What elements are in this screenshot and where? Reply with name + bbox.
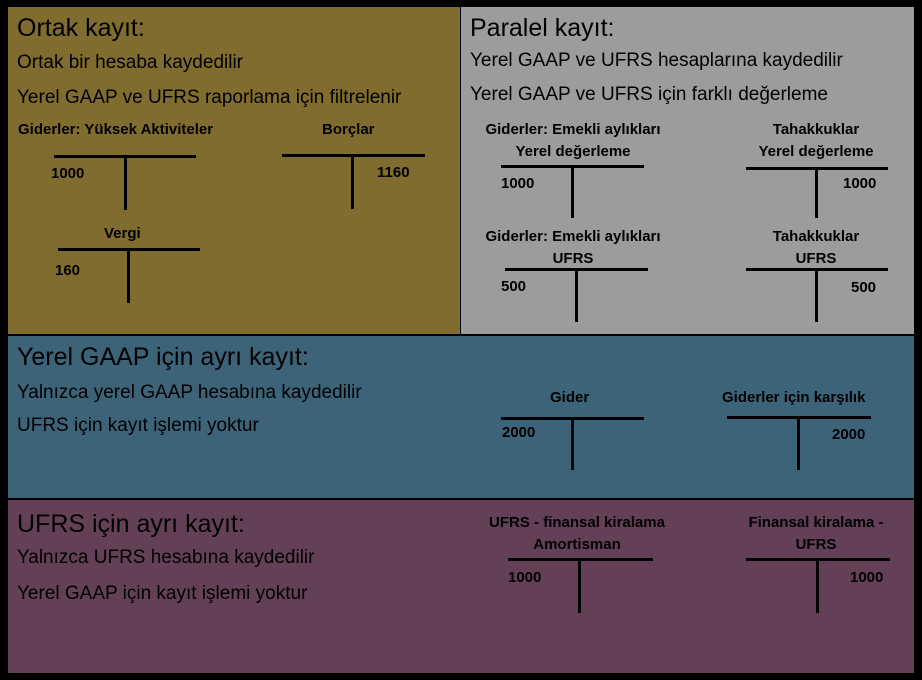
t-account-title: Giderler için karşılık — [722, 389, 866, 406]
t-account-title: Finansal kiralama - UFRS — [735, 512, 897, 556]
t-account-debit-value: 500 — [501, 278, 527, 295]
t-account-title: Tahakkuklar Yerel değerleme — [746, 119, 886, 163]
t-account-credit-value: 1000 — [850, 569, 884, 586]
t-account-title-line-2: Amortisman — [533, 536, 621, 553]
t-account-title-line-2: UFRS — [552, 250, 594, 267]
t-account-top-bar — [508, 558, 653, 561]
t-account-title-line-1: Finansal kiralama - — [748, 514, 884, 531]
t-account-debit-value: 1000 — [508, 569, 542, 586]
local-gaap-entry-line-2: UFRS için kayıt işlemi yoktur — [17, 415, 259, 436]
t-account-top-bar — [58, 248, 200, 251]
t-account-stem — [124, 157, 127, 210]
t-account-top-bar — [505, 268, 648, 271]
ufrs-entry-title: UFRS için ayrı kayıt: — [17, 510, 245, 538]
t-account-title-line-1: Giderler: Emekli aylıkları — [485, 121, 661, 138]
t-account-top-bar — [746, 268, 888, 271]
t-account-stem — [571, 419, 574, 470]
ufrs-entry-line-2: Yerel GAAP için kayıt işlemi yoktur — [17, 583, 308, 604]
t-account-credit-value: 2000 — [832, 426, 866, 443]
t-account-title-line-2: UFRS — [795, 250, 837, 267]
t-account-title: Borçlar — [322, 121, 375, 138]
t-account-title: Tahakkuklar UFRS — [746, 226, 886, 270]
shared-entry-title: Ortak kayıt: — [17, 14, 145, 42]
shared-entry-panel: Ortak kayıt: Ortak bir hesaba kaydedilir… — [8, 7, 460, 334]
t-account-debit-value: 1000 — [501, 175, 535, 192]
t-account-stem — [797, 418, 800, 470]
t-account-title-line-2: Yerel değerleme — [515, 143, 631, 160]
t-account-title: UFRS - finansal kiralama Amortisman — [476, 512, 678, 556]
t-account-stem — [127, 250, 130, 303]
t-account-debit-value: 1000 — [51, 165, 85, 182]
t-account-stem — [816, 560, 819, 613]
ufrs-entry-panel: UFRS için ayrı kayıt: Yalnızca UFRS hesa… — [8, 500, 914, 673]
t-account-credit-value: 500 — [851, 279, 877, 296]
t-account-title-line-1: UFRS - finansal kiralama — [489, 514, 665, 531]
t-account-title-line-2: UFRS — [795, 536, 837, 553]
t-account-credit-value: 1000 — [843, 175, 877, 192]
t-account-title-line-1: Giderler: Emekli aylıkları — [485, 228, 661, 245]
t-account-top-bar — [501, 417, 644, 420]
t-account-title: Giderler: Yüksek Aktiviteler — [18, 121, 214, 138]
t-account-title-line-1: Tahakkuklar — [772, 228, 860, 245]
t-account-debit-value: 2000 — [502, 424, 536, 441]
t-account-debit-value: 160 — [55, 262, 81, 279]
t-account-stem — [571, 167, 574, 218]
t-account-credit-value: 1160 — [377, 164, 410, 181]
parallel-entry-line-2: Yerel GAAP ve UFRS için farklı değerleme — [470, 84, 828, 105]
parallel-entry-line-1: Yerel GAAP ve UFRS hesaplarına kaydedili… — [470, 50, 843, 71]
t-account-stem — [351, 156, 354, 209]
shared-entry-line-2: Yerel GAAP ve UFRS raporlama için filtre… — [17, 87, 402, 108]
ufrs-entry-line-1: Yalnızca UFRS hesabına kaydedilir — [17, 547, 315, 568]
t-account-title: Giderler: Emekli aylıkları Yerel değerle… — [478, 119, 668, 163]
t-account-title: Vergi — [104, 225, 141, 242]
t-account-stem — [815, 169, 818, 218]
shared-entry-line-1: Ortak bir hesaba kaydedilir — [17, 52, 243, 73]
parallel-entry-panel: Paralel kayıt: Yerel GAAP ve UFRS hesapl… — [461, 7, 914, 334]
t-account-stem — [578, 560, 581, 613]
local-gaap-entry-title: Yerel GAAP için ayrı kayıt: — [17, 343, 309, 371]
t-account-top-bar — [746, 167, 888, 170]
t-account-top-bar — [746, 558, 890, 561]
t-account-top-bar — [54, 155, 196, 158]
t-account-top-bar — [727, 416, 871, 419]
t-account-title-line-1: Tahakkuklar — [772, 121, 860, 138]
t-account-top-bar — [501, 165, 644, 168]
t-account-top-bar — [282, 154, 425, 157]
t-account-stem — [815, 270, 818, 322]
local-gaap-entry-line-1: Yalnızca yerel GAAP hesabına kaydedilir — [17, 382, 362, 403]
t-account-title-line-2: Yerel değerleme — [758, 143, 874, 160]
t-account-title: Gider — [550, 389, 590, 406]
local-gaap-entry-panel: Yerel GAAP için ayrı kayıt: Yalnızca yer… — [8, 336, 914, 498]
t-account-stem — [575, 270, 578, 322]
parallel-entry-title: Paralel kayıt: — [470, 14, 615, 42]
t-account-title: Giderler: Emekli aylıkları UFRS — [478, 226, 668, 270]
